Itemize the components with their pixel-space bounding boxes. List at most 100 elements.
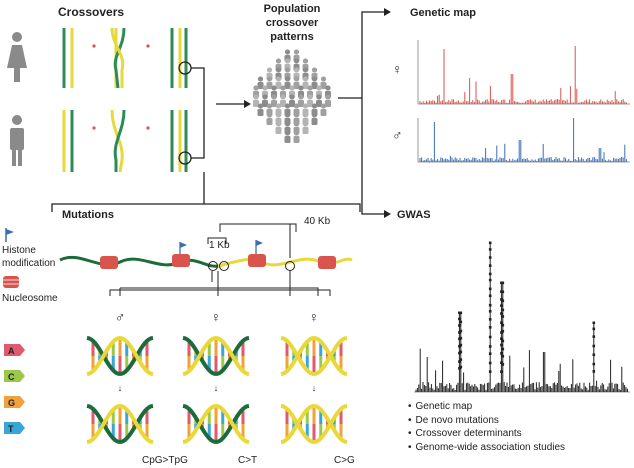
histone-label: Histone [2,245,36,256]
crowd-person [293,130,300,143]
base-tag-t: T [4,422,25,434]
arrow-head-population [244,100,251,108]
helix-backbone [86,404,154,444]
helix-backbone [182,404,250,444]
gwas-dot [592,335,596,338]
gwas-dot [459,329,463,333]
crossover-site-1 [208,261,218,271]
dna-helix [86,336,154,376]
gwas-dot [501,281,505,285]
dna-helix-icon [86,336,348,444]
bullet-crossover-determinants: Crossover determinants [408,427,565,441]
crowd-person [293,76,300,89]
dna-strand-green [59,255,219,268]
helix-backbone [280,404,348,444]
female-chromosome-row [62,27,188,89]
crossover-site-3 [285,261,295,271]
mut-arrow-2: ↓ [214,383,219,393]
crowd-person [325,94,331,107]
gwas-dot [501,363,505,366]
gwas-dot [458,331,461,334]
kb40-label: 40 Kb [304,216,331,227]
gwas-dot [500,321,503,324]
gwas-dot [488,318,492,321]
nucleosome-4 [318,256,336,269]
gwas-dot [501,315,505,318]
gwas-dot [592,362,596,366]
male-map-symbol: ♂ [392,127,403,143]
crowd-person [289,94,295,107]
crowd-person [302,76,309,89]
helix-backbone [280,336,348,376]
base-legend: A C G T [4,344,25,434]
mut-arrow-3: ↓ [312,383,317,393]
mut-col2-symbol: ♀ [211,309,222,325]
gwas-dot [592,344,596,348]
gwas-manhattan-plot [414,241,630,393]
male-genetic-map-track [417,118,630,163]
helix-backbone [86,336,154,376]
mutation-label-1: CpG>TpG [142,455,188,466]
helix-backbone [280,404,348,444]
male-chromosome-row [62,109,188,173]
nucleosome-icon [3,276,19,288]
crowd-person [316,94,322,107]
gwas-dot [500,370,503,373]
crossover-label: crossover [266,17,319,29]
gwas-dot [459,311,463,315]
nucleosome-label: Nucleosome [2,293,58,304]
gwas-dot [458,324,461,327]
gwas-dot [501,347,505,351]
crowd-person [302,121,309,134]
nucleosome-2 [172,254,190,267]
gwas-dot [500,337,503,341]
histone-flag-icon [5,228,14,242]
male-dot-1 [92,126,96,130]
bullet-de-novo: De novo mutations [408,414,565,428]
crossover-site-2 [219,261,229,271]
mutation-label-2: C>T [238,455,257,466]
mutation-label-3: C>G [334,455,355,466]
crowd-person [275,121,282,134]
gwas-dot [488,370,492,373]
gwas-dot [501,354,505,358]
modification-label: modification [2,258,55,269]
base-tag-g: G [4,396,25,408]
gwas-dot [488,272,492,276]
helix-backbone [86,336,154,376]
crowd-person [253,94,259,107]
gwas-dot [488,248,492,251]
mutations-title: Mutations [62,209,114,221]
gwas-dot [488,241,492,245]
gwas-dot [488,345,492,348]
gwas-dot [488,294,492,298]
crowd-person [266,112,273,125]
gwas-dot [501,308,505,312]
gwas-dot [500,304,503,307]
gwas-dot [500,352,503,355]
mut-col3-symbol: ♀ [309,309,320,325]
gwas-dot [459,343,463,347]
base-t-label: T [8,424,14,434]
mutations-bracket [51,172,361,212]
base-c-label: C [8,372,15,382]
dna-helix [182,336,250,376]
gwas-dot [459,350,463,354]
gwas-dot [459,336,463,340]
crowd-person [284,130,291,143]
gwas-dot [500,343,503,347]
female-person-icon [7,32,27,82]
dna-helix [182,404,250,444]
gwas-dot [501,290,505,294]
crowd-person [320,103,327,116]
base-g-label: G [8,398,15,408]
gwas-dot [459,358,463,361]
arrow-head-gwas [384,210,391,218]
gwas-dot [592,321,596,325]
histone-flag-1 [179,242,187,254]
male-dot-2 [146,126,150,130]
crowd-person [298,94,304,107]
applications-list: Genetic map De novo mutations Crossover … [408,400,566,454]
gwas-dot [501,330,505,333]
